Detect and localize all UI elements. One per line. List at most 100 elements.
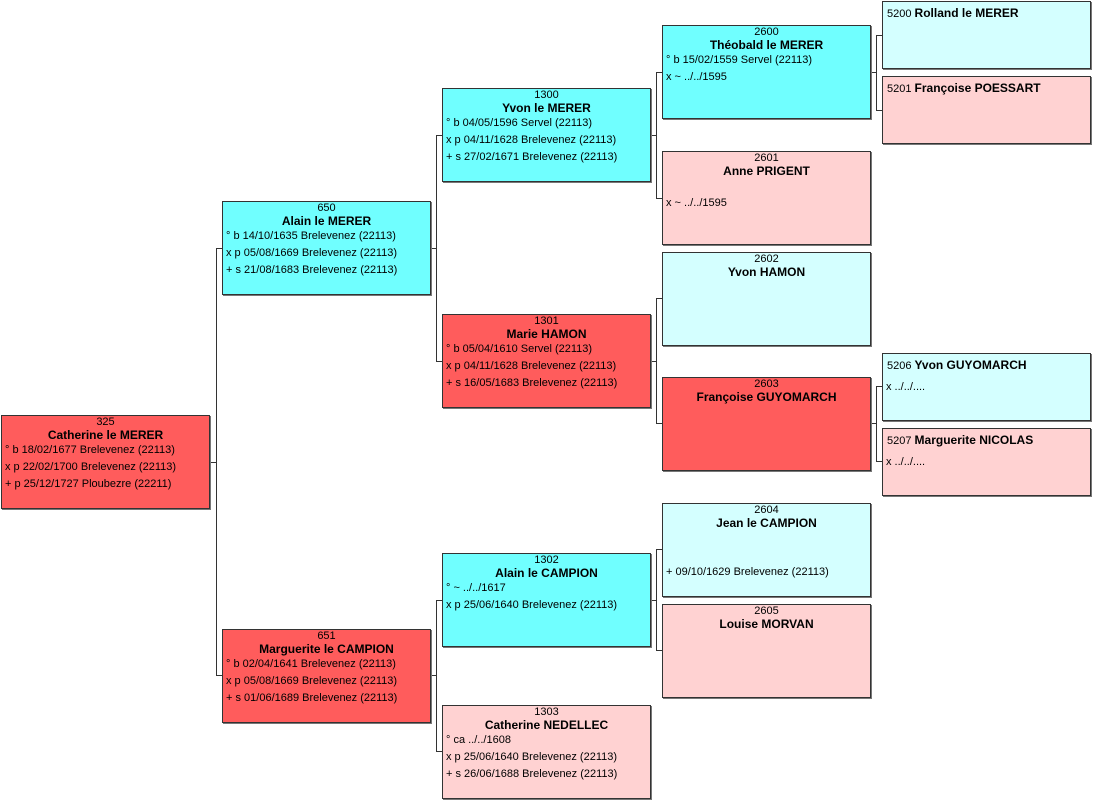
marriage-line: x p 25/06/1640 Brelevenez (22113) (446, 751, 618, 763)
connector-line (876, 461, 882, 462)
sosa-number: 651 (317, 630, 336, 642)
sosa-number: 5206 (887, 360, 912, 372)
connector-line (436, 361, 442, 362)
person-name: Jean le CAMPION (716, 516, 817, 530)
death-line: + s 01/06/1689 Brelevenez (22113) (226, 692, 398, 704)
sosa-number: 2602 (754, 253, 779, 265)
connector-line (436, 135, 437, 362)
marriage-line: x p 04/11/1628 Brelevenez (22113) (446, 360, 617, 372)
connector-line (430, 675, 436, 676)
person-box-1302[interactable]: 1302 Alain le CAMPION ° ~ ../../1617 x p… (442, 553, 651, 647)
connector-line (216, 248, 222, 249)
person-box-2604[interactable]: 2604 Jean le CAMPION + 09/10/1629 Brelev… (662, 503, 871, 597)
person-box-5201[interactable]: 5201 Françoise POESSART (882, 76, 1091, 144)
person-box-325[interactable]: 325 Catherine le MERER ° b 18/02/1677 Br… (1, 415, 210, 509)
person-name: Marguerite le CAMPION (259, 642, 394, 656)
person-name: Yvon HAMON (727, 265, 806, 279)
person-box-1301[interactable]: 1301 Marie HAMON ° b 05/04/1610 Servel (… (442, 314, 651, 408)
death-line: + 09/10/1629 Brelevenez (22113) (666, 566, 829, 578)
person-name: Marguerite NICOLAS (914, 433, 1034, 447)
sosa-number: 2600 (754, 26, 779, 38)
sosa-number: 1302 (534, 554, 559, 566)
sosa-number: 2605 (754, 605, 779, 617)
person-header: 5200 Rolland le MERER (883, 2, 1090, 21)
person-name: Anne PRIGENT (723, 164, 810, 178)
connector-line (650, 600, 656, 601)
birth-line: ° b 18/02/1677 Brelevenez (22113) (5, 444, 175, 456)
person-header: 5206 Yvon GUYOMARCH (883, 354, 1090, 373)
sosa-number: 650 (317, 202, 336, 214)
connector-line (656, 650, 662, 651)
connector-line (876, 35, 877, 111)
person-header: 5201 Françoise POESSART (883, 77, 1090, 96)
person-box-1300[interactable]: 1300 Yvon le MERER ° b 04/05/1596 Servel… (442, 88, 651, 182)
person-box-650[interactable]: 650 Alain le MERER ° b 14/10/1635 Brelev… (222, 201, 431, 295)
person-box-2600[interactable]: 2600 Théobald le MERER ° b 15/02/1559 Se… (662, 25, 871, 119)
sosa-number: 2601 (754, 152, 779, 164)
person-name: Rolland le MERER (914, 6, 1019, 20)
sosa-number: 1301 (534, 315, 559, 327)
person-header: 5207 Marguerite NICOLAS (883, 429, 1090, 448)
connector-line (430, 248, 436, 249)
sosa-number: 1303 (534, 706, 559, 718)
birth-line: ° b 15/02/1559 Servel (22113) (666, 54, 813, 66)
person-name: Alain le MERER (281, 214, 372, 228)
person-box-2601[interactable]: 2601 Anne PRIGENT x ~ ../../1595 (662, 151, 871, 245)
birth-line: ° b 02/04/1641 Brelevenez (22113) (226, 658, 396, 670)
person-box-2603[interactable]: 2603 Françoise GUYOMARCH (662, 377, 871, 471)
sosa-number: 5201 (887, 83, 912, 95)
person-name: Françoise GUYOMARCH (696, 390, 837, 404)
connector-line (656, 72, 657, 199)
connector-line (870, 423, 876, 424)
connector-line (876, 386, 882, 387)
connector-line (650, 135, 656, 136)
marriage-line: x ~ ../../1595 (666, 197, 727, 209)
connector-line (870, 72, 876, 73)
person-name: Marie HAMON (506, 327, 587, 341)
connector-line (216, 248, 217, 676)
sosa-number: 5207 (887, 435, 912, 447)
person-box-2602[interactable]: 2602 Yvon HAMON (662, 252, 871, 346)
birth-line: ° b 04/05/1596 Servel (22113) (446, 117, 593, 129)
person-name: Françoise POESSART (914, 81, 1041, 95)
person-box-5207[interactable]: 5207 Marguerite NICOLAS x ../../.... (882, 428, 1091, 496)
spacer-line (663, 547, 870, 564)
person-box-1303[interactable]: 1303 Catherine NEDELLEC ° ca ../../1608 … (442, 705, 651, 799)
connector-line (656, 198, 662, 199)
person-name: Catherine NEDELLEC (484, 718, 609, 732)
death-line: + s 16/05/1683 Brelevenez (22113) (446, 377, 618, 389)
sosa-number: 1300 (534, 89, 559, 101)
sosa-number: 325 (96, 416, 115, 428)
connector-line (656, 549, 657, 651)
birth-line: ° b 14/10/1635 Brelevenez (22113) (226, 230, 396, 242)
connector-line (210, 462, 216, 463)
connector-line (876, 386, 877, 462)
person-box-651[interactable]: 651 Marguerite le CAMPION ° b 02/04/1641… (222, 629, 431, 723)
person-name: Alain le CAMPION (495, 566, 598, 580)
death-line: + s 21/08/1683 Brelevenez (22113) (226, 264, 398, 276)
birth-line: ° ~ ../../1617 (446, 582, 506, 594)
birth-line: ° ca ../../1608 (446, 734, 511, 746)
person-name: Yvon le MERER (502, 101, 591, 115)
marriage-line: x ../../.... (886, 456, 926, 468)
death-line: + s 26/06/1688 Brelevenez (22113) (446, 768, 618, 780)
marriage-line: x p 05/08/1669 Brelevenez (22113) (226, 675, 398, 687)
connector-line (876, 35, 882, 36)
death-line: + p 25/12/1727 Ploubezre (22211) (5, 478, 172, 490)
person-name: Théobald le MERER (709, 38, 824, 52)
person-name: Catherine le MERER (47, 428, 164, 442)
marriage-line: x p 05/08/1669 Brelevenez (22113) (226, 247, 398, 259)
person-box-5200[interactable]: 5200 Rolland le MERER (882, 1, 1091, 69)
connector-line (656, 298, 657, 424)
marriage-line: x ../../.... (886, 381, 926, 393)
person-name: Louise MORVAN (719, 617, 814, 631)
connector-line (656, 423, 662, 424)
spacer-line (663, 530, 870, 547)
connector-line (656, 549, 662, 550)
person-name: Yvon GUYOMARCH (914, 358, 1027, 372)
connector-line (436, 751, 442, 752)
person-box-2605[interactable]: 2605 Louise MORVAN (662, 604, 871, 698)
birth-line: ° b 05/04/1610 Servel (22113) (446, 343, 593, 355)
connector-line (650, 361, 656, 362)
person-box-5206[interactable]: 5206 Yvon GUYOMARCH x ../../.... (882, 353, 1091, 421)
